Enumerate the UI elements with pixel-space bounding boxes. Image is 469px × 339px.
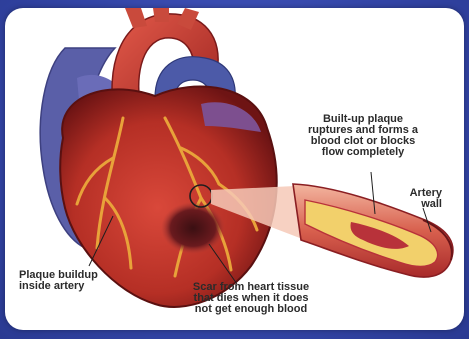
label-artery-wall: Artery wall (382, 188, 442, 210)
scar-tissue (161, 202, 225, 254)
label-plaque-buildup: Plaque buildup inside artery (19, 270, 159, 292)
aortic-branch-2 (153, 8, 169, 22)
label-scar-tissue: Scar from heart tissue that dies when it… (141, 282, 361, 315)
diagram-panel: Built-up plaque ruptures and forms a blo… (5, 8, 464, 330)
aortic-branch-1 (125, 8, 147, 28)
label-plaque-rupture: Built-up plaque ruptures and forms a blo… (263, 114, 463, 158)
